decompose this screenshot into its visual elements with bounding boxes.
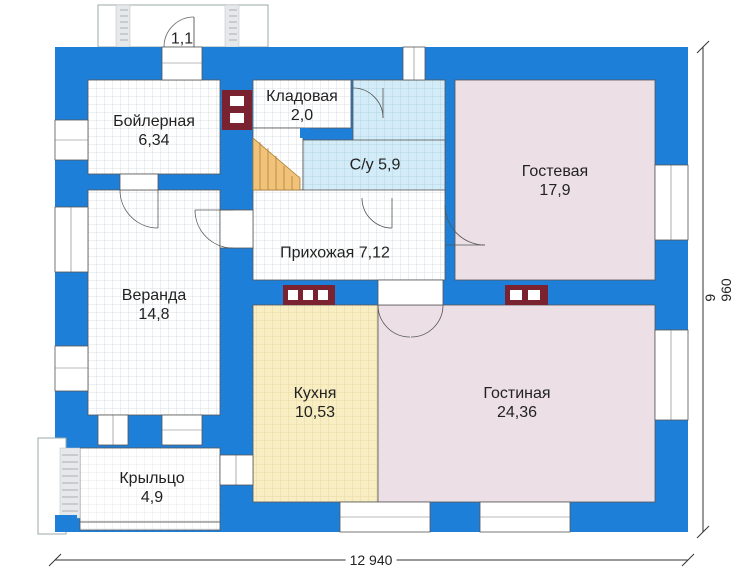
room-area: 2,0 [290, 107, 314, 124]
window-frames [55, 47, 672, 518]
room-name: Веранда [121, 287, 187, 304]
label-pantry: Кладовая 2,0 [266, 87, 338, 125]
label-kitchen: Кухня 10,53 [294, 384, 337, 422]
label-boiler: Бойлерная 6,34 [113, 112, 195, 150]
label-guest: Гостевая 17,9 [522, 162, 588, 200]
room-area: 24,36 [496, 404, 538, 421]
room-name: Прихожая 7,12 [280, 244, 390, 262]
label-porch: Крыльцо 4,9 [119, 469, 184, 507]
room-hall [252, 189, 446, 281]
room-name: С/у 5,9 [349, 156, 401, 174]
room-living [377, 304, 656, 503]
label-living: Гостиная 24,36 [483, 384, 550, 422]
label-veranda: Веранда 14,8 [122, 286, 186, 324]
room-name: Крыльцо [119, 470, 185, 487]
chimney-living [505, 285, 548, 305]
chimney-boiler [222, 90, 252, 130]
top-porch [97, 4, 269, 48]
room-kitchen [252, 304, 379, 503]
room-boiler [87, 79, 221, 175]
room-guest [454, 79, 656, 281]
room-name: Гостевая [521, 163, 589, 180]
room-area: 1,1 [170, 30, 194, 48]
doors [119, 87, 486, 338]
room-pantry [252, 79, 352, 129]
dimension-width: 12 940 [345, 552, 397, 568]
room-name: Бойлерная [113, 113, 195, 130]
room-name: Кухня [293, 385, 337, 402]
room-area: 14,8 [138, 306, 170, 323]
label-bathroom: С/у 5,9 [350, 156, 401, 175]
staircase [252, 137, 301, 191]
porch [37, 437, 221, 535]
room-bathroom-lower [302, 139, 446, 199]
label-top-porch: 1,1 [171, 30, 193, 49]
room-name: Кладовая [266, 88, 338, 105]
label-hall: Прихожая 7,12 [280, 244, 390, 263]
room-name: Гостиная [483, 385, 551, 402]
room-area: 4,9 [140, 489, 164, 506]
room-area: 10,53 [294, 404, 336, 421]
dimension-depth: 9 960 [702, 278, 734, 302]
room-area: 17,9 [539, 182, 571, 199]
room-area: 6,34 [138, 132, 170, 149]
chimney-hall [283, 285, 335, 305]
